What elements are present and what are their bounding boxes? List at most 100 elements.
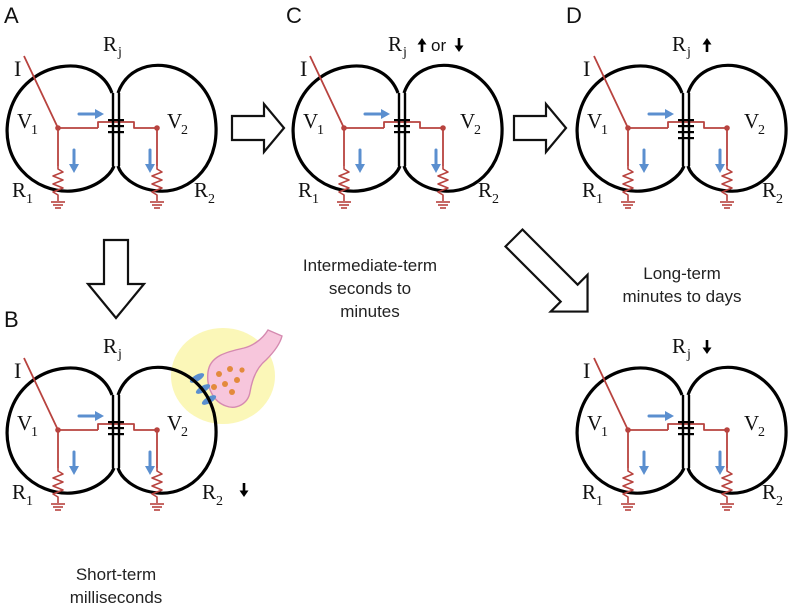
svg-text:R: R <box>202 480 216 504</box>
r1-label-d: R 1 <box>582 178 603 207</box>
r1-label-a: R 1 <box>12 178 33 207</box>
r2-label-d-lower: R 2 <box>762 480 783 509</box>
r2-label-c: R 2 <box>478 178 499 207</box>
svg-text:V: V <box>17 411 32 435</box>
panel-letter-b: B <box>4 307 19 332</box>
r1-label-d-lower: R 1 <box>582 480 603 509</box>
svg-text:R: R <box>672 32 686 56</box>
arrow-c-to-d-lower <box>503 227 589 313</box>
synapse-icon <box>171 328 283 424</box>
current-label-c: I <box>300 56 307 81</box>
svg-text:R: R <box>478 178 492 202</box>
r1-label-b: R 1 <box>12 480 33 509</box>
v2-label-c: V 2 <box>460 109 481 138</box>
svg-text:R: R <box>194 178 208 202</box>
rj-or-text: or <box>431 36 446 55</box>
v1-label-d: V 1 <box>587 109 608 138</box>
svg-text:2: 2 <box>758 123 765 138</box>
svg-text:2: 2 <box>758 425 765 440</box>
svg-text:V: V <box>744 411 759 435</box>
svg-text:j: j <box>686 45 691 60</box>
current-label-d-lower: I <box>583 358 590 383</box>
svg-text:2: 2 <box>776 494 783 509</box>
svg-text:j: j <box>686 347 691 362</box>
svg-text:R: R <box>388 32 402 56</box>
v1-label-a: V 1 <box>17 109 38 138</box>
svg-text:V: V <box>167 109 182 133</box>
caption-b-line2: milliseconds <box>70 588 163 607</box>
rj-label-d-lower: R j <box>672 334 691 362</box>
panel-a: A I R j V 1 V 2 R 1 R 2 <box>4 3 218 210</box>
arrow-up-icon <box>701 36 713 54</box>
svg-text:R: R <box>672 334 686 358</box>
caption-c-line1: Intermediate-term <box>303 256 437 275</box>
current-label-a: I <box>14 56 21 81</box>
arrow-a-to-c <box>230 100 286 156</box>
current-label-b: I <box>14 358 21 383</box>
v1-label-b: V 1 <box>17 411 38 440</box>
svg-text:R: R <box>103 32 117 56</box>
caption-d-line1: Long-term <box>643 264 720 283</box>
arrow-down-icon <box>238 481 250 499</box>
panel-d: D I R j V 1 V 2 R 1 R 2 Long-term minute… <box>566 3 788 306</box>
r1-label-c: R 1 <box>298 178 319 207</box>
arrow-down-icon <box>453 36 465 54</box>
v2-label-b: V 2 <box>167 411 188 440</box>
current-label-d: I <box>583 56 590 81</box>
svg-text:R: R <box>298 178 312 202</box>
arrow-up-icon <box>416 36 428 54</box>
v2-label-d-lower: V 2 <box>744 411 765 440</box>
svg-text:j: j <box>402 45 407 60</box>
caption-d-line2: minutes to days <box>622 287 741 306</box>
panel-letter-d: D <box>566 3 582 28</box>
panel-letter-a: A <box>4 3 19 28</box>
svg-text:1: 1 <box>596 192 603 207</box>
panel-b: B I R j V 1 V <box>4 307 283 607</box>
svg-text:1: 1 <box>26 494 33 509</box>
panel-letter-c: C <box>286 3 302 28</box>
svg-text:R: R <box>12 178 26 202</box>
svg-text:R: R <box>762 178 776 202</box>
caption-c-line2: seconds to <box>329 279 411 298</box>
v2-label-a: V 2 <box>167 109 188 138</box>
svg-text:2: 2 <box>208 192 215 207</box>
svg-text:R: R <box>582 480 596 504</box>
rj-label-c: R j <box>388 32 407 60</box>
v1-label-c: V 1 <box>303 109 324 138</box>
svg-text:V: V <box>744 109 759 133</box>
r2-label-a: R 2 <box>194 178 215 207</box>
svg-text:R: R <box>582 178 596 202</box>
r2-label-b: R 2 <box>202 480 223 509</box>
svg-text:V: V <box>167 411 182 435</box>
arrow-down-icon <box>701 338 713 356</box>
v2-label-d: V 2 <box>744 109 765 138</box>
svg-text:1: 1 <box>26 192 33 207</box>
svg-text:V: V <box>587 109 602 133</box>
svg-text:2: 2 <box>181 123 188 138</box>
caption-b-line1: Short-term <box>76 565 156 584</box>
panel-c: C I R j or V 1 V 2 R 1 R 2 Intermediate-… <box>286 3 504 321</box>
svg-text:V: V <box>17 109 32 133</box>
svg-text:1: 1 <box>317 123 324 138</box>
svg-text:1: 1 <box>31 425 38 440</box>
arrow-c-to-d <box>512 100 568 156</box>
svg-text:1: 1 <box>596 494 603 509</box>
svg-text:1: 1 <box>312 192 319 207</box>
r2-label-d: R 2 <box>762 178 783 207</box>
rj-label-a: R j <box>103 32 122 60</box>
svg-text:2: 2 <box>776 192 783 207</box>
rj-label-b: R j <box>103 334 122 362</box>
svg-text:j: j <box>117 347 122 362</box>
svg-text:1: 1 <box>601 123 608 138</box>
svg-text:R: R <box>103 334 117 358</box>
svg-text:V: V <box>303 109 318 133</box>
v1-label-d-lower: V 1 <box>587 411 608 440</box>
svg-text:R: R <box>762 480 776 504</box>
svg-text:2: 2 <box>181 425 188 440</box>
caption-c-line3: minutes <box>340 302 400 321</box>
arrow-a-to-b <box>85 238 147 320</box>
svg-text:2: 2 <box>492 192 499 207</box>
svg-text:R: R <box>12 480 26 504</box>
panel-d-lower: I R j V 1 V 2 R 1 R 2 <box>575 334 788 512</box>
